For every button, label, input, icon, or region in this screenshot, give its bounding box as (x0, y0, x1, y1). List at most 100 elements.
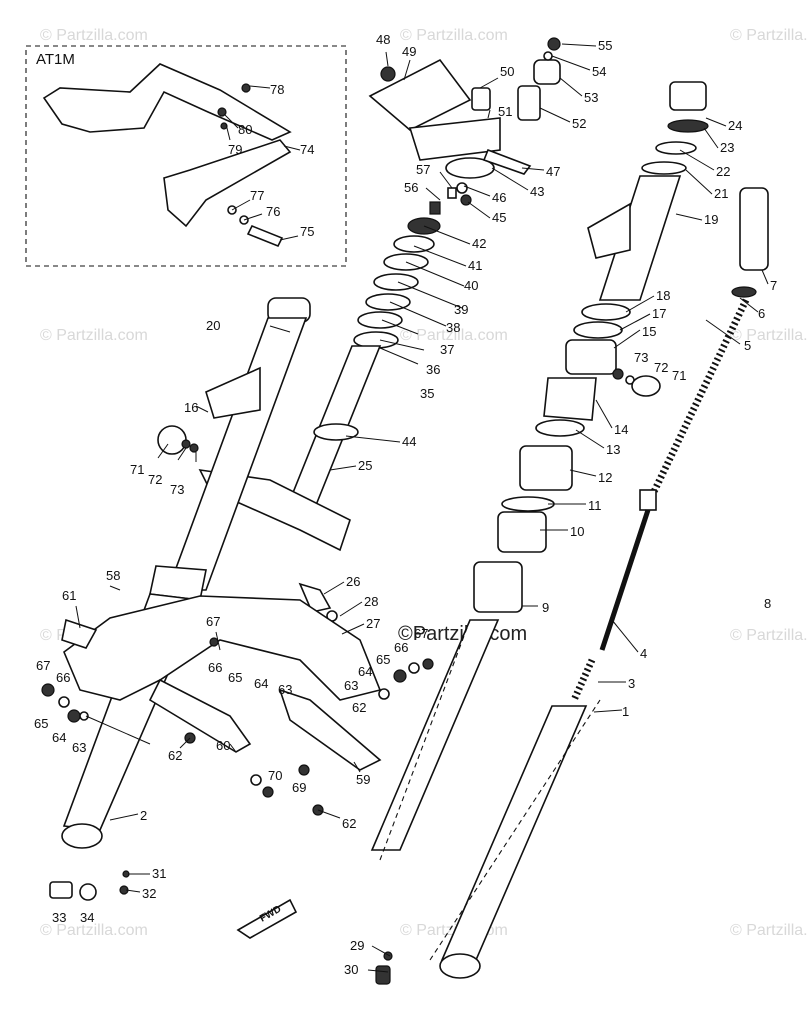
callout-76: 76 (266, 204, 280, 219)
washer-54 (543, 51, 553, 61)
callout-4: 4 (640, 646, 647, 661)
callout-18: 18 (656, 288, 670, 303)
pin-57 (447, 187, 457, 199)
callout-29: 29 (350, 938, 364, 953)
handlebar-holder (368, 58, 472, 131)
callout-28: 28 (364, 594, 378, 609)
reflector-71-left (157, 425, 187, 455)
callout-17: 17 (652, 306, 666, 321)
callout-43: 43 (530, 184, 544, 199)
callout-58: 58 (106, 568, 120, 583)
callout-49: 49 (402, 44, 416, 59)
callout-65-c: 65 (376, 652, 390, 667)
callouts: 1 2 3 4 5 6 7 8 9 10 11 12 13 14 15 16 1… (34, 32, 777, 977)
headlight-bracket (205, 366, 261, 419)
seat-6 (731, 286, 757, 298)
guide-14 (543, 377, 597, 421)
callout-73: 73 (170, 482, 184, 497)
callout-59: 59 (356, 772, 370, 787)
bolt-47 (482, 148, 532, 175)
spring-5 (646, 298, 750, 502)
callout-8: 8 (764, 596, 771, 611)
bolt-69 (262, 786, 274, 798)
callout-64-b: 64 (254, 676, 268, 691)
callout-65: 65 (34, 716, 48, 731)
washer-66 (58, 696, 70, 708)
spring-3 (570, 658, 596, 702)
bolt-67-b (209, 637, 219, 647)
inset-label: AT1M (36, 51, 75, 68)
fwd-arrow-shape (236, 898, 298, 939)
callout-44: 44 (402, 434, 416, 449)
callout-60: 60 (216, 738, 230, 753)
watermark-text: © Partzilla.com (730, 922, 808, 939)
callout-65-b: 65 (228, 670, 242, 685)
callout-23: 23 (720, 140, 734, 155)
callout-54: 54 (592, 64, 606, 79)
callout-71: 71 (130, 462, 144, 477)
callout-66-c: 66 (394, 640, 408, 655)
upper-bracket (408, 117, 501, 161)
callout-63-c: 63 (344, 678, 358, 693)
callout-30: 30 (344, 962, 358, 977)
cover-15 (565, 339, 617, 375)
callout-41: 41 (468, 258, 482, 273)
bolt-50 (471, 87, 491, 111)
bolt-52 (517, 85, 541, 121)
callout-67: 67 (36, 658, 50, 673)
fender-piece-61 (61, 618, 98, 649)
reflector-71 (631, 375, 661, 397)
callout-26: 26 (346, 574, 360, 589)
callout-50: 50 (500, 64, 514, 79)
callout-15: 15 (642, 324, 656, 339)
callout-11: 11 (588, 498, 602, 513)
assembly-line (379, 619, 471, 861)
callout-72-b: 72 (654, 360, 668, 375)
callout-62: 62 (168, 748, 182, 763)
washer-17 (573, 321, 623, 339)
callout-21: 21 (714, 186, 728, 201)
callout-48: 48 (376, 32, 390, 47)
callout-51: 51 (498, 104, 512, 119)
callout-40: 40 (464, 278, 478, 293)
nut-48 (380, 66, 396, 82)
watermark-text: © Partzilla.com (40, 327, 148, 344)
callout-71-b: 71 (672, 368, 686, 383)
drain-bolt-30 (375, 965, 391, 985)
callout-69: 69 (292, 780, 306, 795)
callout-67-b: 67 (206, 614, 220, 629)
watermark-text: © Partzilla.com (400, 327, 508, 344)
callout-6: 6 (758, 306, 765, 321)
o-ring-23 (667, 119, 709, 133)
bolt-75 (246, 224, 284, 248)
stay-60 (148, 678, 252, 753)
callout-66: 66 (56, 670, 70, 685)
callout-56: 56 (404, 180, 418, 195)
circlip-21 (641, 161, 687, 175)
ring-13 (535, 419, 585, 437)
callout-75: 75 (300, 224, 314, 239)
nut-65-b (393, 669, 407, 683)
stay-59 (278, 688, 382, 771)
callout-2: 2 (140, 808, 147, 823)
nut-34 (79, 883, 97, 901)
callout-55: 55 (598, 38, 612, 53)
watermark-text: © Partzilla.com (40, 922, 148, 939)
washer-63 (378, 688, 390, 700)
inner-tube-20 (166, 317, 308, 591)
damper-rod-4 (599, 509, 651, 651)
callout-78: 78 (270, 82, 284, 97)
at1m-inset: AT1M (25, 45, 347, 267)
callout-24: 24 (728, 118, 742, 133)
washer-22 (655, 141, 697, 155)
callout-42: 42 (472, 236, 486, 251)
callout-25: 25 (358, 458, 372, 473)
watermark-text: © Partzilla.com (400, 27, 508, 44)
pinch-56 (429, 201, 441, 215)
washer-66-b (408, 662, 420, 674)
callout-13: 13 (606, 442, 620, 457)
spacer-7 (739, 187, 769, 271)
inner-tube-right (370, 619, 500, 851)
callout-27: 27 (366, 616, 380, 631)
circlip-11 (501, 496, 555, 512)
